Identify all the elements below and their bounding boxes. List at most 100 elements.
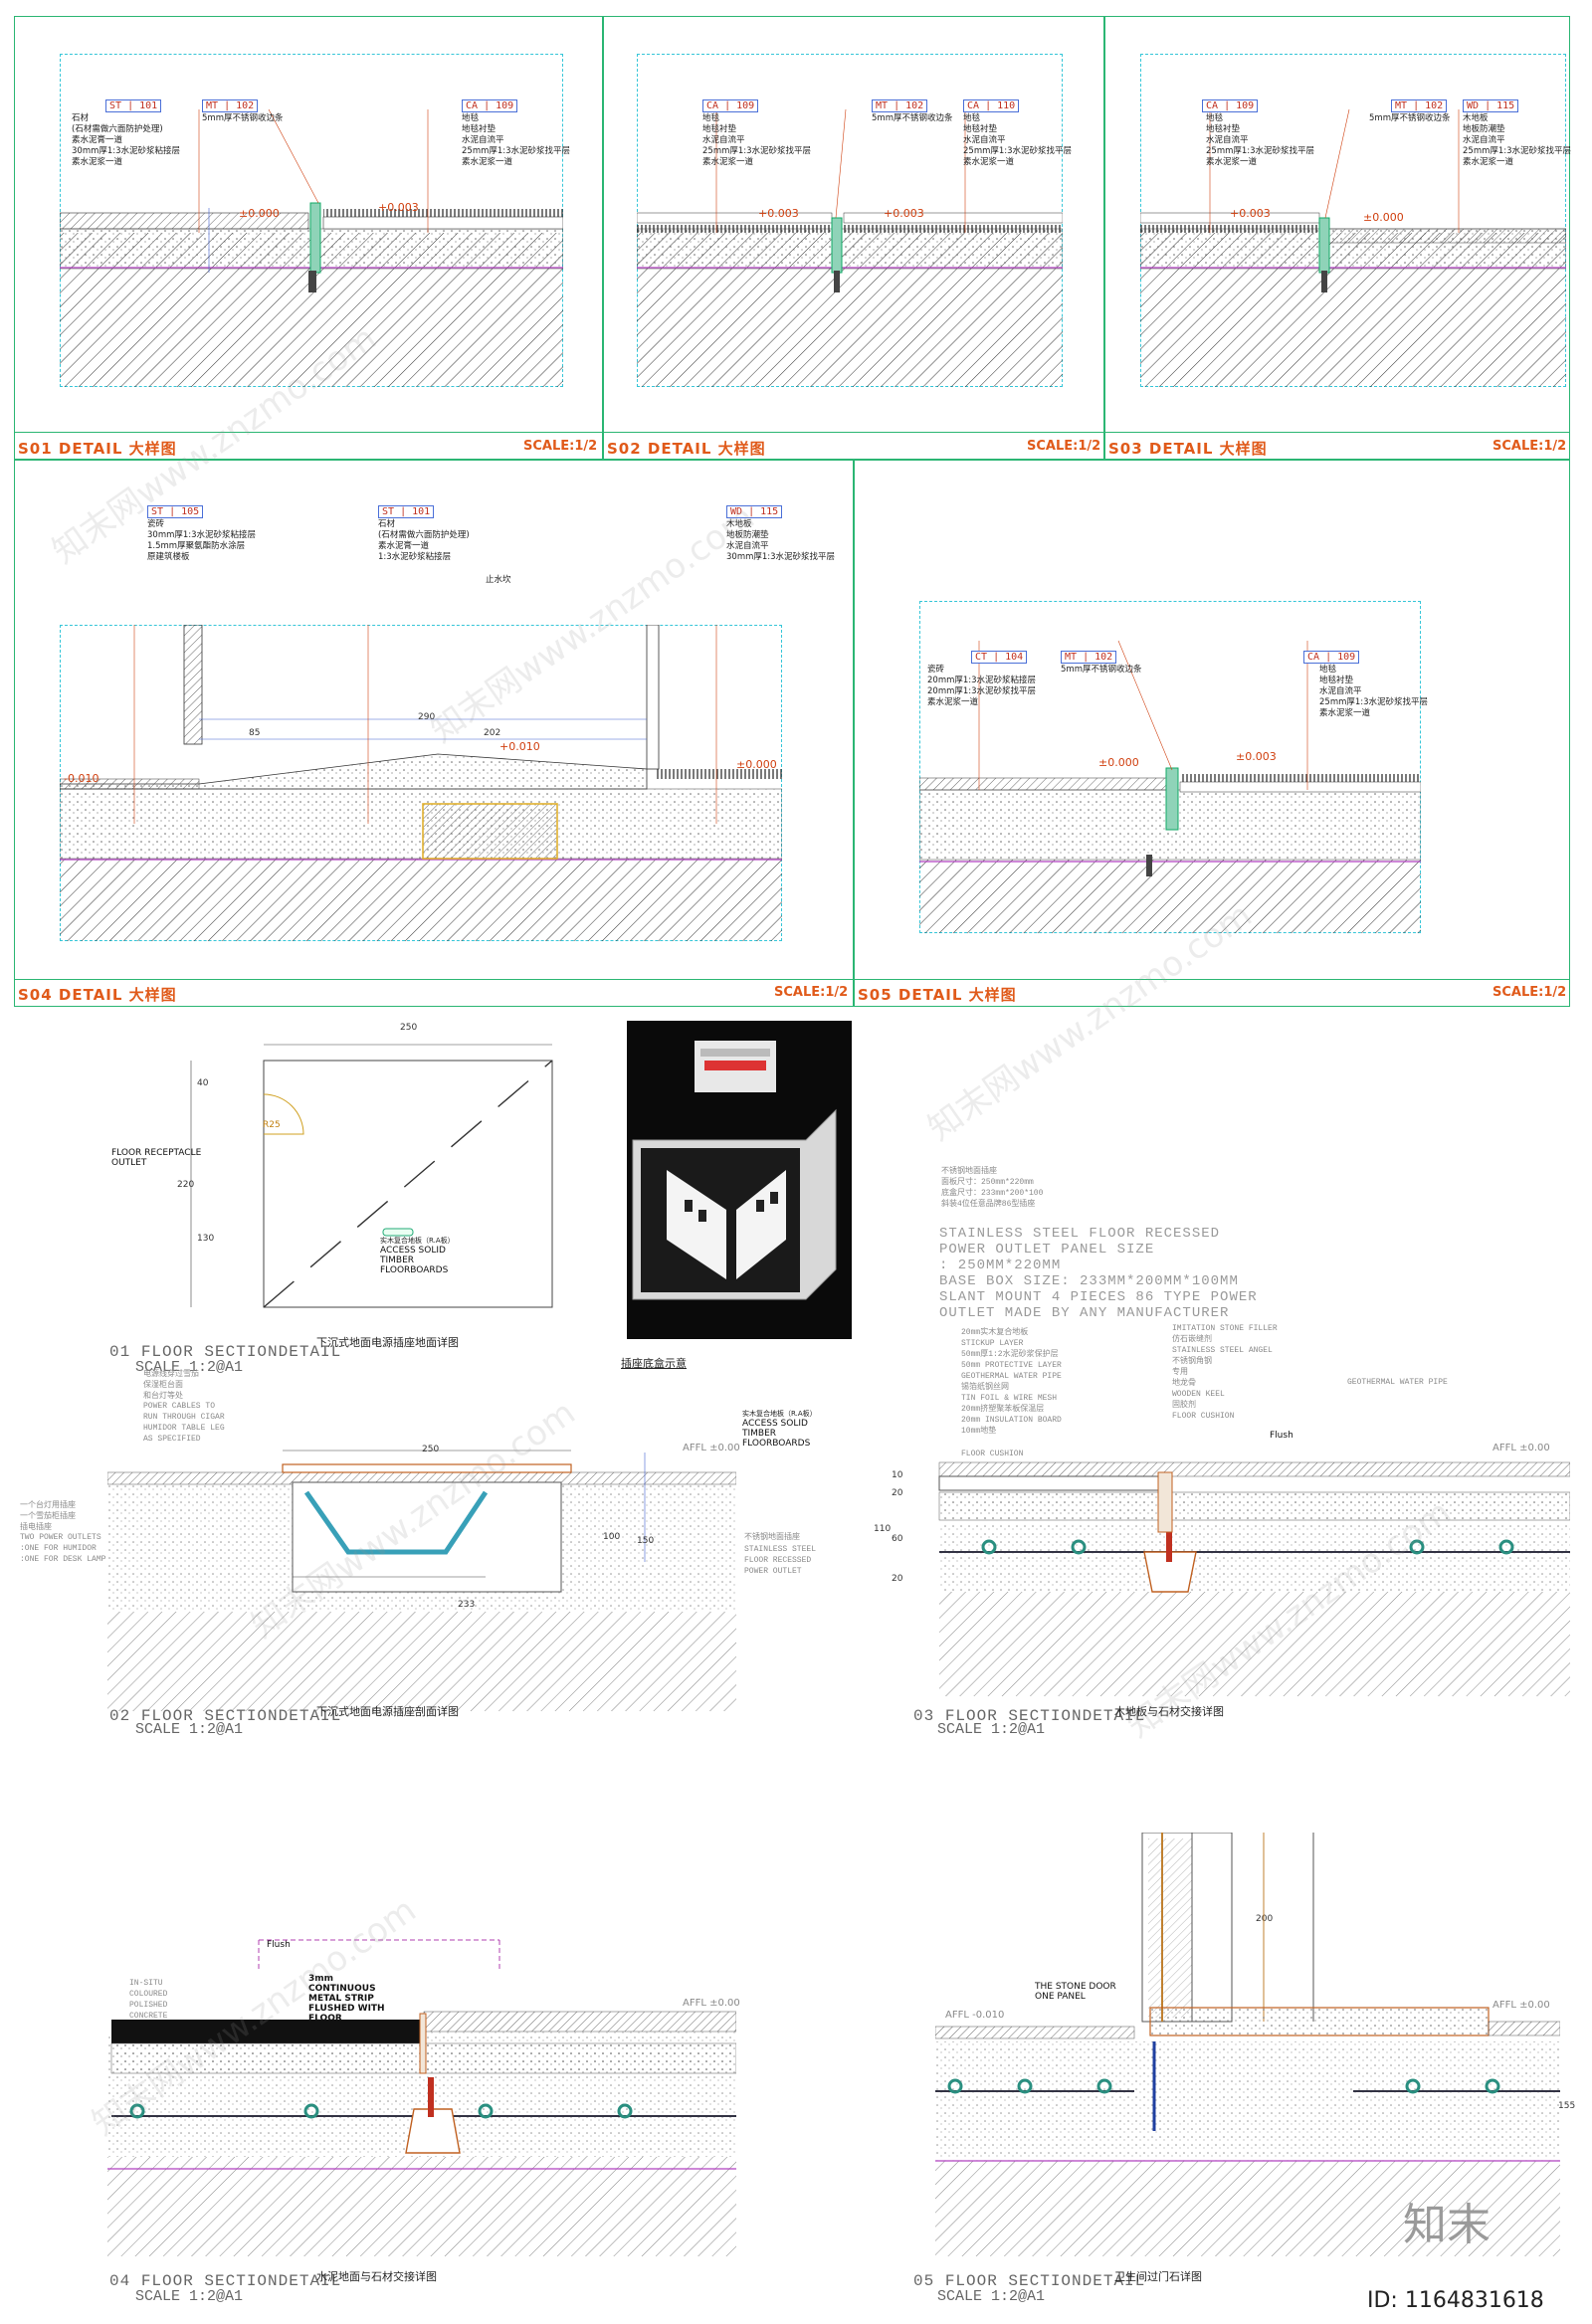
dimension: 250 (400, 1023, 418, 1033)
level-mark: ±0.000 (1098, 756, 1139, 769)
detail-frame-s05 (854, 460, 1570, 1007)
dimension: 200 (1256, 1914, 1274, 1924)
tag-badge: MT | 102 (1061, 651, 1117, 664)
section-caption-cn: 水泥地面与石材交接详图 (316, 2270, 437, 2283)
tag-badge: ST | 105 (147, 505, 204, 518)
detail-title: S05 DETAIL 大样图 (858, 986, 1017, 1004)
detail-scale: SCALE:1/2 (1492, 439, 1567, 454)
right-note: STAINLESS STEEL FLOOR RECESSED POWER OUT… (744, 1545, 817, 1576)
section-scale: SCALE 1:2@A1 (135, 1721, 244, 1738)
detail-scale: SCALE:1/2 (1492, 985, 1567, 1000)
tag-notes: 木地板 地板防潮垫 水泥自流平 25mm厚1:3水泥砂浆找平层 素水泥浆一道 (1463, 113, 1572, 167)
right-labels: IMITATION STONE FILLER 仿石嵌缝剂 STAINLESS S… (1172, 1324, 1278, 1421)
title-divider (14, 979, 1570, 980)
tag-notes: 5mm厚不锈钢收边条 (202, 113, 284, 123)
left-note-cn: 电源线穿过雪茄 保湿柜台面 和台灯等处 (143, 1370, 199, 1401)
detail-frame-s03 (1104, 16, 1570, 460)
floor-cn: 实木复合地板（R.A板） (380, 1237, 455, 1245)
tag-badge: MT | 102 (872, 99, 928, 112)
tag-notes: 5mm厚不锈钢收边条 (1369, 113, 1451, 123)
section-caption-cn: 下沉式地面电源插座地面详图 (316, 1336, 459, 1349)
tag-badge: MT | 102 (1391, 99, 1448, 112)
dimension: 220 (177, 1180, 195, 1190)
section-title: 05 FLOOR SECTIONDETAIL (913, 2272, 1146, 2290)
brand-logo: 知末 (1403, 2200, 1491, 2250)
detail-scale: SCALE:1/2 (774, 985, 849, 1000)
tag-badge: CT | 104 (971, 651, 1028, 664)
s01-section-drawing (60, 108, 563, 387)
radius-label: R25 (263, 1120, 281, 1130)
detail-frame-s01 (14, 16, 603, 460)
section-caption-cn: 下沉式地面电源插座剖面详图 (316, 1705, 459, 1718)
dimension: 100 (603, 1532, 621, 1542)
level-mark: ±0.000 (736, 758, 777, 771)
level-mark: ±0.000 (239, 207, 280, 220)
section-scale: SCALE 1:2@A1 (135, 1359, 244, 1376)
dimension: 233 (458, 1600, 476, 1610)
dimension: 202 (484, 728, 501, 738)
tag-notes: 地毯 地毯衬垫 水泥自流平 25mm厚1:3水泥砂浆找平层 素水泥浆一道 (702, 113, 812, 167)
tag-badge: ST | 101 (105, 99, 162, 112)
detail-scale: SCALE:1/2 (1027, 439, 1101, 454)
tag-badge: WD | 115 (1463, 99, 1519, 112)
section-title: 02 FLOOR SECTIONDETAIL (109, 1707, 342, 1725)
spec-cn: 不锈钢地面插座 面板尺寸：250mm*220mm 底盒尺寸：233mm*200*… (941, 1167, 1044, 1209)
tag-notes: 止水坎 (486, 575, 511, 585)
cushion-label: FLOOR CUSHION (961, 1450, 1024, 1458)
dimension: 10 (892, 1470, 903, 1480)
geo-label: GEOTHERMAL WATER PIPE (1347, 1378, 1448, 1387)
tag-notes: 地毯 地毯衬垫 水泥自流平 25mm厚1:3水泥砂浆找平层 素水泥浆一道 (963, 113, 1073, 167)
affl-level: AFFL ±0.00 (1492, 1443, 1550, 1453)
level-mark: +0.003 (884, 207, 924, 220)
tag-badge: ST | 101 (378, 505, 435, 518)
tag-badge: CA | 109 (1202, 99, 1259, 112)
tag-badge: MT | 102 (202, 99, 259, 112)
section-title: 01 FLOOR SECTIONDETAIL (109, 1343, 342, 1361)
level-mark: +0.003 (758, 207, 799, 220)
level-mark: ±0.003 (1236, 750, 1277, 763)
s03-section-drawing (1140, 108, 1566, 387)
sec01-plan-drawing (190, 1044, 553, 1308)
section-title: 03 FLOOR SECTIONDETAIL (913, 1707, 1146, 1725)
detail-title: S01 DETAIL 大样图 (18, 440, 177, 458)
tag-notes: 石材 (石材需做六面防护处理) 素水泥膏一道 30mm厚1:3水泥砂浆粘接层 素… (72, 113, 181, 167)
dimension: 40 (197, 1078, 209, 1088)
tag-badge: WD | 115 (726, 505, 783, 518)
section-scale: SCALE 1:2@A1 (135, 2288, 244, 2305)
detail-title: S03 DETAIL 大样图 (1108, 440, 1268, 458)
floor-cn: 实木复合地板（R.A板） (742, 1410, 817, 1418)
level-mark: +0.003 (378, 201, 419, 214)
section-caption-cn: 卫生间过门石详图 (1114, 2270, 1202, 2283)
s02-section-drawing (637, 108, 1063, 387)
dimension: 85 (249, 728, 261, 738)
image-id-label: ID: 1164831618 (1367, 2288, 1544, 2313)
tag-notes: 地毯 地毯衬垫 水泥自流平 25mm厚1:3水泥砂浆找平层 素水泥浆一道 (462, 113, 571, 167)
tag-notes: 瓷砖 30mm厚1:3水泥砂浆粘接层 1.5mm厚聚氨酯防水涂层 原建筑楼板 (147, 519, 257, 562)
dimension: 110 (874, 1524, 892, 1534)
floor-label: ACCESS SOLID TIMBER FLOORBOARDS (742, 1419, 811, 1449)
section-scale: SCALE 1:2@A1 (937, 2288, 1046, 2305)
detail-frame-s04 (14, 460, 854, 1007)
floor-label: ACCESS SOLID TIMBER FLOORBOARDS (380, 1246, 449, 1275)
sec05-section-drawing (935, 1833, 1560, 2256)
dimension: 20 (892, 1574, 903, 1584)
tag-badge: CA | 109 (1303, 651, 1360, 664)
dimension: 250 (422, 1445, 440, 1454)
concrete-label: IN-SITU COLOURED POLISHED CONCRETE (129, 1979, 168, 2021)
level-mark: +0.003 (1230, 207, 1271, 220)
sec02-section-drawing (107, 1450, 736, 1711)
detail-frame-s02 (603, 16, 1104, 460)
metal-strip-label: 3mm CONTINUOUS METAL STRIP FLUSHED WITH … (308, 1974, 385, 2024)
outlet-label: FLOOR RECEPTACLE OUTLET (111, 1148, 202, 1168)
affl-level-left: AFFL -0.010 (945, 2010, 1005, 2021)
left-note: POWER CABLES TO RUN THROUGH CIGAR HUMIDO… (143, 1402, 225, 1444)
level-mark: -0.010 (64, 772, 100, 785)
tag-notes: 地毯 地毯衬垫 水泥自流平 25mm厚1:3水泥砂浆找平层 素水泥浆一道 (1206, 113, 1315, 167)
tag-notes: 石材 (石材需做六面防护处理) 素水泥膏一道 1:3水泥砂浆粘接层 (378, 519, 470, 562)
affl-level-right: AFFL ±0.00 (1492, 2000, 1550, 2011)
section-caption-cn: 木地板与石材交接详图 (1114, 1705, 1224, 1718)
spec-text: STAINLESS STEEL FLOOR RECESSED POWER OUT… (939, 1226, 1258, 1321)
section-title: 04 FLOOR SECTIONDETAIL (109, 2272, 342, 2290)
tag-badge: CA | 110 (963, 99, 1020, 112)
layer-notes: 20mm实木复合地板 STICKUP LAYER 50mm厚1:2水泥砂浆保护层… (961, 1328, 1062, 1436)
